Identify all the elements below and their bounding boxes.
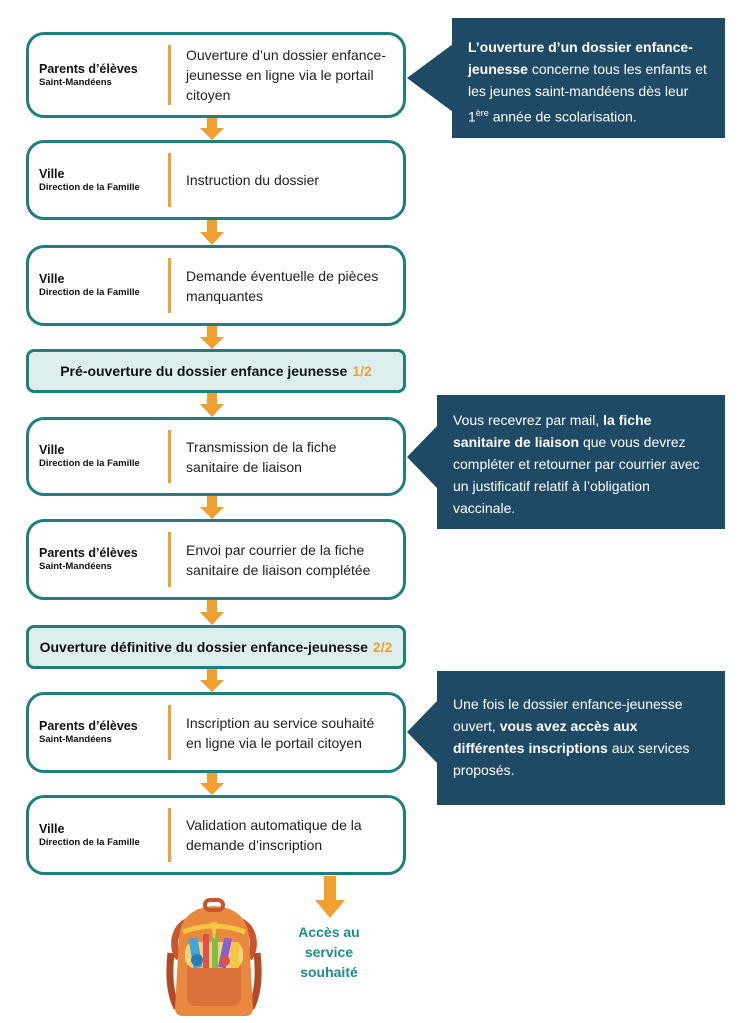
down-arrow-icon <box>200 118 224 140</box>
actor-label: Ville <box>39 443 65 457</box>
step-description: Ouverture d’un dossier enfance-jeunesse … <box>186 47 386 103</box>
actor-sub-label: Direction de la Famille <box>39 458 140 469</box>
down-arrow-icon <box>200 220 224 245</box>
actor-label: Parents d’élèves <box>39 719 138 733</box>
actor-sub-label: Saint-Mandéens <box>39 734 112 745</box>
separator <box>168 532 171 587</box>
separator <box>168 258 171 313</box>
callout-text: que vous devrez compléter et retourner p… <box>453 434 700 516</box>
actor-label: Parents d’élèves <box>39 546 138 560</box>
actor-label: Ville <box>39 272 65 286</box>
separator <box>168 45 171 105</box>
callout-pointer <box>407 700 438 764</box>
callout-pointer <box>407 44 453 112</box>
phase-fraction: 1/2 <box>352 363 372 379</box>
separator <box>168 430 171 483</box>
actor-sub-label: Direction de la Famille <box>39 181 140 193</box>
down-arrow-icon <box>200 669 224 692</box>
down-arrow-icon <box>200 600 224 625</box>
down-arrow-icon <box>315 876 345 918</box>
callout-inscriptions: Une fois le dossier enfance-jeunesse ouv… <box>437 671 725 805</box>
callout-superscript: ère <box>475 108 489 118</box>
down-arrow-icon <box>200 496 224 519</box>
phase-banner-2: Ouverture définitive du dossier enfance-… <box>26 625 406 669</box>
callout-text: année de scolarisation. <box>488 108 637 125</box>
callout-dossier-info: L’ouverture d’un dossier enfance-jeuness… <box>452 18 725 138</box>
callout-text: concerne tous les enfants et les jeunes … <box>468 61 707 125</box>
phase-label: Pré-ouverture du dossier enfance jeuness… <box>60 363 348 379</box>
final-line: service <box>304 944 354 960</box>
separator <box>168 705 171 760</box>
step-description: Transmission de la fiche sanitaire de li… <box>186 438 337 475</box>
down-arrow-icon <box>200 393 224 417</box>
callout-text: aux services proposés. <box>453 740 690 778</box>
actor-sub-label: Direction de la Famille <box>39 287 140 298</box>
callout-bold-text: vous avez accès aux différentes inscript… <box>453 718 638 756</box>
backpack-icon <box>166 898 262 1016</box>
actor-sub-label: Saint-Mandéens <box>39 76 112 88</box>
down-arrow-icon <box>200 773 224 795</box>
actor-label: Parents d’élèves <box>39 61 138 76</box>
final-line: souhaité <box>300 964 358 980</box>
phase-banner-1: Pré-ouverture du dossier enfance jeuness… <box>26 349 406 393</box>
step-description: Envoi par courrier de la fiche sanitaire… <box>186 541 371 578</box>
step-description: Inscription au service souhaité en ligne… <box>186 714 375 751</box>
phase-label: Ouverture définitive du dossier enfance-… <box>39 639 368 655</box>
down-arrow-icon <box>200 326 224 349</box>
callout-bold-text: L’ouverture d’un dossier enfance-jeuness… <box>468 39 693 77</box>
callout-bold-text: la fiche sanitaire de liaison <box>453 412 652 450</box>
actor-label: Ville <box>39 821 65 836</box>
step-description: Demande éventuelle de pièces manquantes <box>186 267 379 304</box>
step-description: Validation automatique de la demande d’i… <box>186 817 362 853</box>
final-line: Accès au <box>298 924 360 940</box>
callout-fiche-sanitaire: Vous recevrez par mail, la fiche sanitai… <box>437 395 725 529</box>
separator <box>168 153 171 207</box>
callout-text: Une fois le dossier enfance-jeunesse ouv… <box>453 696 683 734</box>
callout-pointer <box>407 425 438 489</box>
actor-label: Ville <box>39 166 65 181</box>
step-description: Instruction du dossier <box>186 172 320 188</box>
actor-sub-label: Direction de la Famille <box>39 836 140 848</box>
final-access-label: Accès au service souhaité <box>285 922 373 982</box>
phase-fraction: 2/2 <box>372 639 393 655</box>
callout-text: Vous recevrez par mail, <box>453 412 604 428</box>
actor-sub-label: Saint-Mandéens <box>39 561 112 572</box>
separator <box>168 808 171 862</box>
